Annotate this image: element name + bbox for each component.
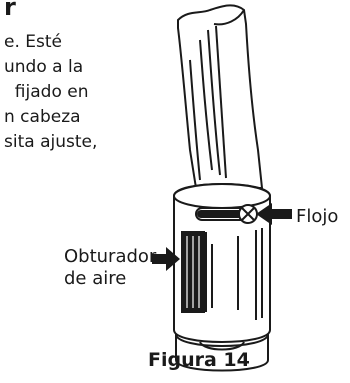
air-shutter-label-line2: de aire: [64, 268, 127, 289]
collar-shading: [255, 228, 263, 320]
air-shutter-window: [181, 231, 239, 313]
screw-icon: [238, 204, 258, 224]
figure-caption: Figura 14: [148, 349, 250, 371]
loose-label: Flojo: [296, 206, 339, 227]
burner-base: [175, 333, 269, 372]
text-line: undo a la: [4, 57, 84, 77]
arrow-left-icon: [256, 203, 292, 225]
instruction-text: e. Esté undo a la fijado en n cabeza sit…: [4, 30, 304, 155]
text-line: e. Esté: [4, 32, 62, 52]
air-shutter-label: Obturador de aire: [64, 246, 156, 290]
tube-shading: [189, 25, 227, 181]
text-line: n cabeza: [4, 107, 81, 127]
text-line: fijado en: [4, 82, 89, 102]
air-shutter-label-line1: Obturador: [64, 246, 157, 267]
text-line: sita ajuste,: [4, 132, 98, 152]
section-heading: r: [4, 0, 16, 21]
arrow-right-icon: [152, 247, 180, 271]
